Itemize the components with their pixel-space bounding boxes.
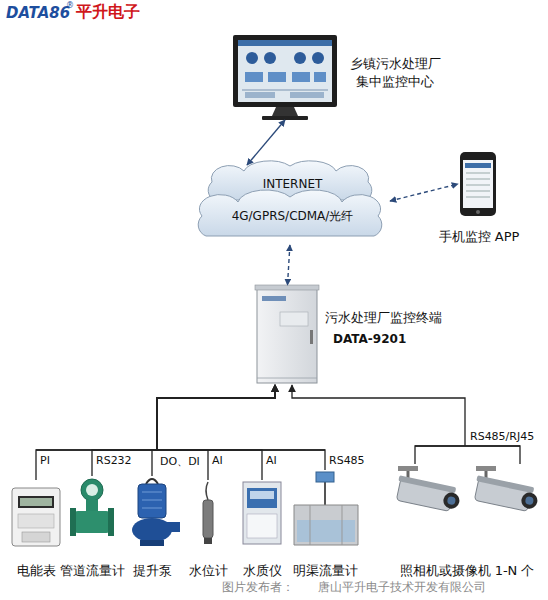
connector [292,385,520,464]
signal-label: DO、DI [160,454,200,469]
node-label: 水位计 [189,562,228,580]
device-node: 电能表 [8,480,64,580]
cloud-shape [198,161,382,236]
node-label: 乡镇污水处理厂 集中监控中心 [345,55,445,90]
channel-meter-icon [294,472,358,545]
signal-label: AI [212,454,223,467]
device-node: 管道流量计 [70,476,114,580]
signal-label: RS485/RJ45 [470,430,534,443]
connector [247,120,285,165]
camera-icon [394,466,540,513]
node-sublabel: DATA-9201 [333,331,453,347]
device-node: 明渠流量计 [292,470,358,580]
device-node: 水位计 [192,480,224,580]
monitor-icon [233,35,337,120]
watermark: 图片发布者： [222,579,294,596]
monitor-node: 乡镇污水处理厂 集中监控中心 [233,35,337,120]
node-label: INTERNET [195,176,390,192]
node-label: 水质仪 [243,562,282,580]
phone-node: 手机监控 APP [458,150,500,218]
camera-group: 照相机或摄像机 1-N 个 [392,464,542,580]
phone-icon [460,152,496,216]
node-label: 明渠流量计 [293,562,358,580]
device-node: 水质仪 [238,480,286,580]
cloud-node: INTERNET 4G/GPRS/CDMA/光纤 [195,165,390,245]
connector [157,385,275,480]
terminal-cabinet: 污水处理厂监控终端DATA-9201 [255,285,320,385]
level-sensor-icon [203,482,213,544]
connector [157,385,275,480]
signal-label: RS485 [329,454,365,467]
node-label: 提升泵 [133,562,172,580]
logo-text: 平升电子 [76,2,140,23]
registered-mark: ® [66,1,74,10]
analyzer-icon [243,482,281,544]
node-label: 照相机或摄像机 1-N 个 [400,562,535,580]
flowmeter-icon [70,479,114,536]
node-label: 管道流量计 [60,562,125,580]
node-label: 电能表 [17,562,56,580]
cabinet-icon [255,285,319,383]
signal-label: RS232 [96,454,132,467]
logo-text: DATA86 [6,4,70,22]
node-label: 污水处理厂监控终端 [325,309,465,327]
watermark: 唐山平升电子技术开发有限公司 [318,579,486,596]
node-sublabel: 4G/GPRS/CDMA/光纤 [195,208,390,224]
signal-label: PI [40,454,50,467]
connector [288,245,290,285]
node-label: 手机监控 APP [418,228,540,246]
signal-label: AI [266,454,277,467]
connector [36,385,275,480]
meter-icon [12,488,60,546]
connector [390,184,458,201]
pump-icon [132,479,180,546]
device-node: 提升泵 [128,476,176,580]
